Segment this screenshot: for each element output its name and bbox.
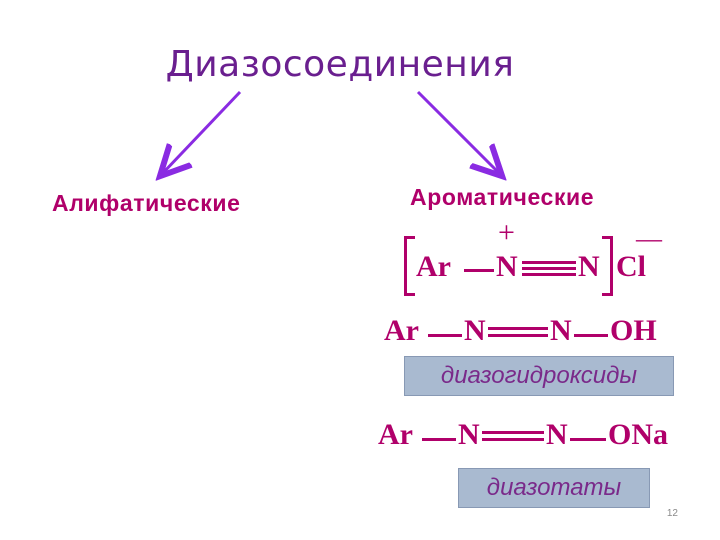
formula-diazotate: Ar N N ONa <box>378 416 698 460</box>
formula-n1: N <box>496 250 518 283</box>
triple-bond <box>522 261 576 279</box>
formula-n1: N <box>464 314 486 347</box>
charge-plus: + <box>498 216 515 249</box>
charge-minus: — <box>636 224 662 253</box>
single-bond <box>422 438 456 441</box>
label-diazotates: диазотаты <box>458 468 650 508</box>
branch-aliphatic: Алифатические <box>52 190 241 216</box>
left-bracket <box>404 236 415 296</box>
diagram-title: Диазосоединения <box>165 44 515 85</box>
arrow-left <box>162 90 242 174</box>
single-bond-2 <box>570 438 606 441</box>
formula-ar: Ar <box>416 250 451 283</box>
formula-n2: N <box>578 250 600 283</box>
page-number: 12 <box>666 508 678 519</box>
right-bracket <box>602 236 613 296</box>
double-bond <box>488 327 548 341</box>
single-bond-2 <box>574 334 608 337</box>
formula-n1: N <box>458 418 480 451</box>
formula-n2: N <box>550 314 572 347</box>
formula-group: ONa <box>608 418 668 451</box>
formula-n2: N <box>546 418 568 451</box>
formula-ar: Ar <box>384 314 419 347</box>
formula-anion: Cl <box>616 250 646 283</box>
formula-diazohydroxide: Ar N N OH <box>384 312 684 356</box>
arrow-right <box>416 90 500 174</box>
single-bond <box>428 334 462 337</box>
formula-group: OH <box>610 314 657 347</box>
formula-ar: Ar <box>378 418 413 451</box>
single-bond <box>464 269 494 272</box>
label-diazohydroxides: диазогидроксиды <box>404 356 674 396</box>
double-bond <box>482 431 544 445</box>
branch-aromatic: Ароматические <box>410 184 595 210</box>
formula-diazonium-salt: Ar N + N Cl — <box>404 216 674 296</box>
